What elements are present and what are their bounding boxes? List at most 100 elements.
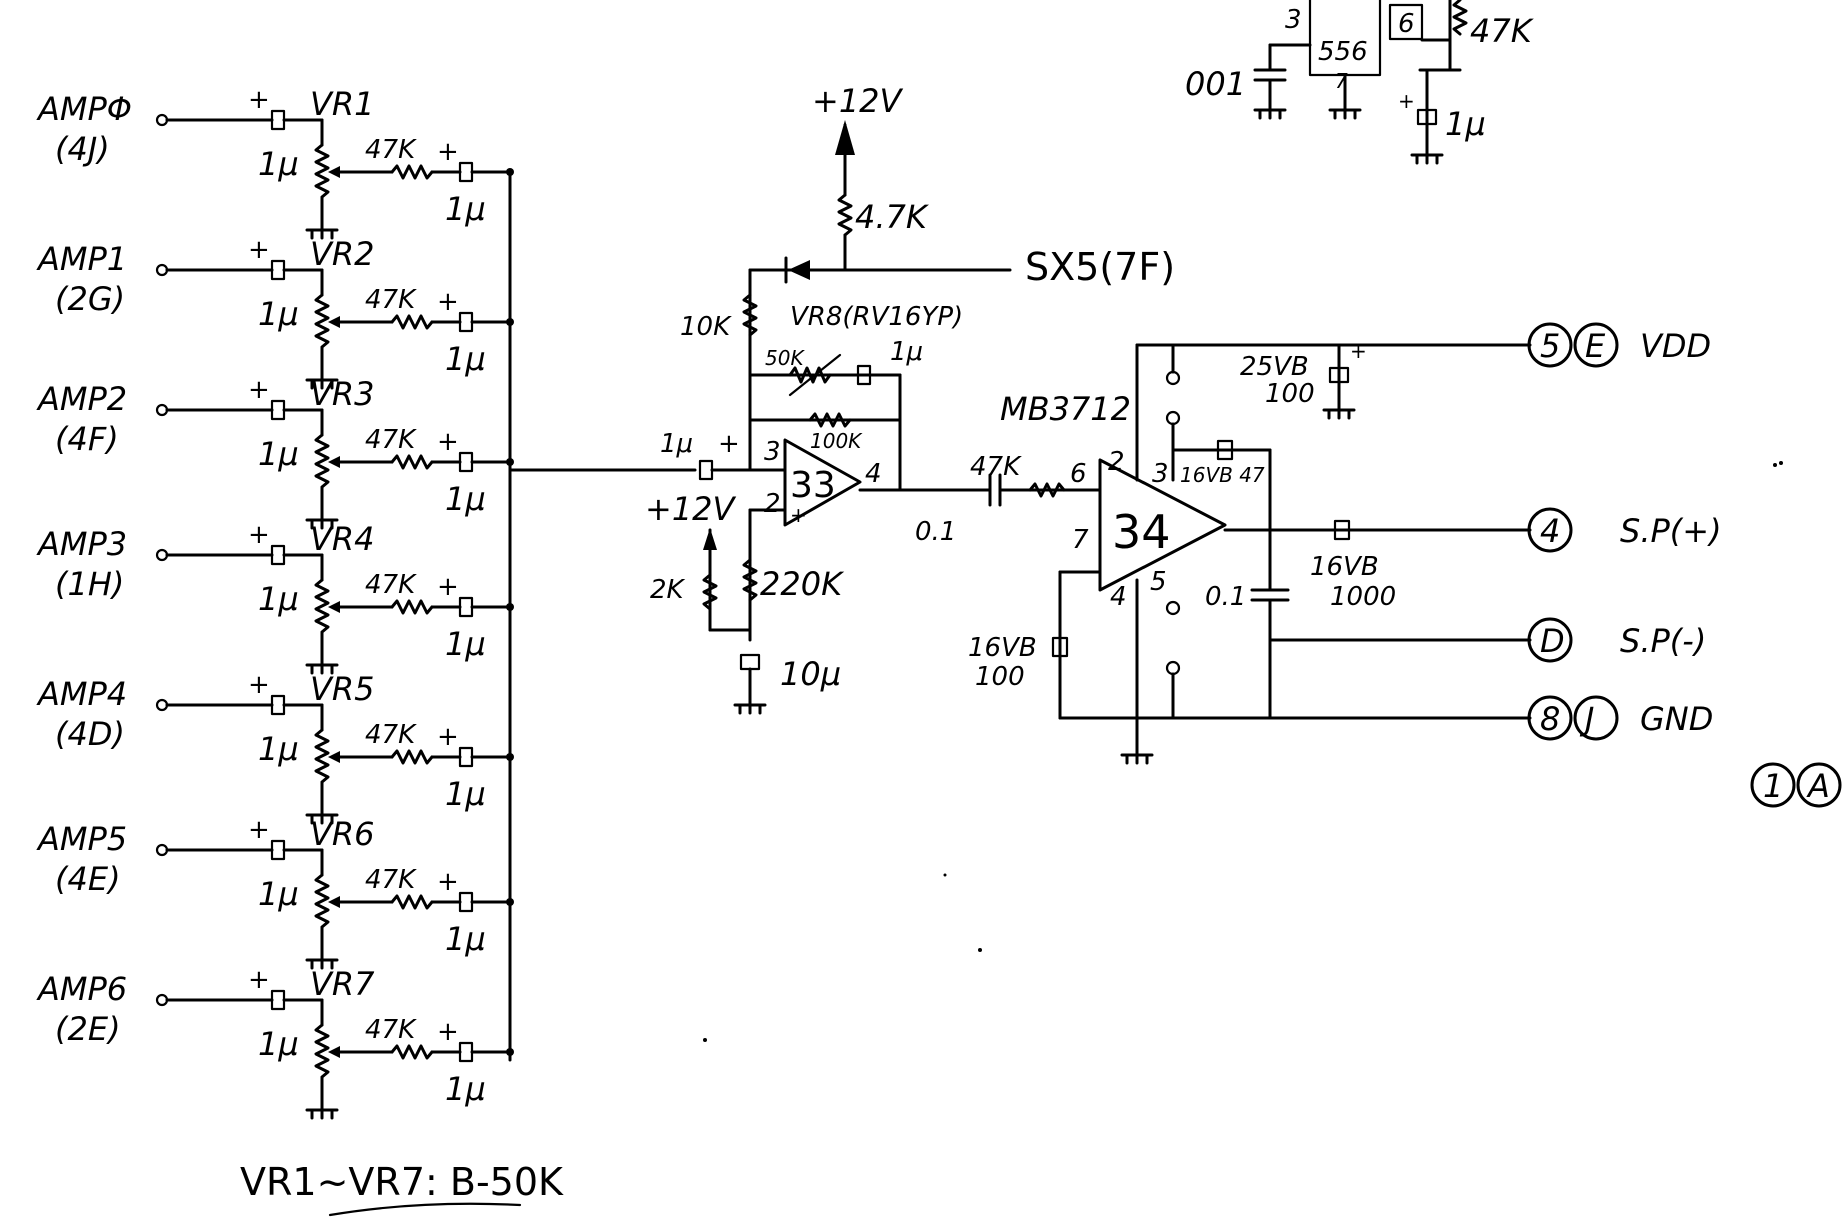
mix-cap-label: 1μ	[445, 340, 486, 378]
r-100k-label: 100K	[810, 429, 863, 453]
vr-label: VR7	[310, 965, 375, 1003]
mix-resistor	[390, 454, 434, 470]
ground-vdd-cap	[1322, 408, 1356, 420]
connector-pin-circle	[1527, 322, 1573, 368]
timer-stage: 556 3 6 7 001 47K + 1μ	[1185, 0, 1535, 165]
fb-capacitor	[856, 364, 872, 386]
ic33-pin2: 2	[764, 489, 781, 519]
diode	[788, 260, 810, 280]
input-pin: (4F)	[55, 420, 119, 458]
ic33-plus-sign: +	[790, 503, 807, 527]
mix-cap-plus: +	[437, 427, 459, 457]
pin5-test-point-a	[1165, 600, 1181, 616]
ic34-pin6: 6	[1070, 459, 1087, 489]
output-cap-voltage: 16VB	[1310, 552, 1379, 582]
input-capacitor	[270, 259, 286, 281]
input-channels: AMPΦ(4J)+1μVR147K+1μAMP1(2G)+1μVR247K+1μ…	[36, 85, 514, 1120]
ic34-pin5: 5	[1150, 567, 1167, 597]
mix-resistor-label: 47K	[365, 865, 417, 895]
vr-label: VR3	[310, 375, 374, 413]
input-cap-plus: +	[248, 670, 270, 700]
stray-dot-c	[978, 948, 982, 952]
r-4-7k-label: 4.7K	[855, 198, 930, 236]
pin7-cap-voltage: 16VB	[968, 633, 1037, 663]
mix-cap-plus: +	[437, 722, 459, 752]
connector-pin-circle	[1750, 762, 1796, 808]
vr-label: VR2	[310, 235, 374, 273]
amp-part-label: MB3712	[1000, 390, 1131, 428]
connector-pin-number: 1	[1763, 767, 1783, 805]
mixer-supply-label: +12V	[812, 82, 904, 120]
power-amp-stage: MB3712 34 6 2 3 7 4 5 + 25VB 100 16VB 47…	[968, 339, 1532, 765]
input-cap-label: 1μ	[258, 730, 299, 768]
connector-pin-number: D	[1540, 622, 1565, 660]
mix-capacitor	[458, 451, 474, 473]
output-cap-value: 1000	[1330, 582, 1396, 612]
coupling-resistor	[973, 482, 1066, 498]
ic33-label: 33	[790, 465, 836, 506]
mix-cap-label: 1μ	[445, 480, 486, 518]
mix-resistor	[390, 1044, 434, 1060]
input-name: AMP3	[36, 525, 127, 563]
vdd-cap-value: 100	[1265, 379, 1315, 409]
mix-resistor-label: 47K	[365, 1015, 417, 1045]
ic556-pin6: 6	[1398, 9, 1415, 39]
mix-capacitor	[458, 596, 474, 618]
vr8-resistor	[788, 366, 832, 384]
input-name: AMP1	[36, 240, 127, 278]
connector-pin-number: 4	[1540, 512, 1560, 550]
bias-arrow	[703, 528, 717, 550]
ground-symbol	[305, 1108, 339, 1120]
ic34-pin7: 7	[1072, 525, 1089, 555]
input-name: AMP5	[36, 820, 127, 858]
mix-resistor	[390, 164, 434, 180]
ground-symbol	[305, 228, 339, 240]
mix-cap-label: 1μ	[445, 775, 486, 813]
ic556-pin6-box	[1388, 3, 1424, 41]
coupling-stage: 0.1 47K	[915, 452, 1102, 547]
input-cap-plus: +	[248, 85, 270, 115]
input-name: AMP6	[36, 970, 127, 1008]
coupling-cap-label: 0.1	[915, 517, 956, 547]
ic34-amp	[1098, 458, 1227, 592]
bias-capacitor	[739, 653, 761, 671]
ic33-opamp	[783, 438, 862, 527]
ground-symbol	[305, 958, 339, 970]
mix-cap-plus: +	[437, 1017, 459, 1047]
volume-pot	[314, 143, 330, 199]
volume-pot	[314, 728, 330, 784]
ground-amp	[1120, 753, 1154, 765]
bootstrap-cap-label: 16VB 47	[1180, 463, 1265, 487]
input-capacitor	[270, 109, 286, 131]
mix-cap-plus: +	[437, 572, 459, 602]
connector-pin-circle-b	[1796, 762, 1842, 808]
vr8-arrow	[788, 353, 842, 397]
mix-capacitor	[458, 1041, 474, 1063]
connector-label: S.P(+)	[1620, 512, 1722, 550]
input-cap-label: 1μ	[258, 1025, 299, 1063]
input-pin: (4D)	[55, 715, 125, 753]
r-10k-label: 10K	[680, 312, 732, 342]
input-capacitor	[270, 544, 286, 566]
timer-r-label: 47K	[1470, 12, 1535, 50]
input-name: AMP4	[36, 675, 127, 713]
input-cap-plus: +	[248, 965, 270, 995]
connector-pin-number: 8	[1540, 700, 1560, 738]
input-cap-plus: +	[248, 375, 270, 405]
mix-cap-plus: +	[437, 137, 459, 167]
connector-pin-circle-b	[1573, 695, 1619, 741]
mix-capacitor	[458, 746, 474, 768]
input-name: AMPΦ	[36, 90, 132, 128]
vdd-test-point	[1165, 370, 1181, 386]
snubber-cap-label: 0.1	[1205, 582, 1246, 612]
input-pin: (2G)	[55, 280, 125, 318]
bias-supply-label: +12V	[645, 490, 737, 528]
input-capacitor	[270, 694, 286, 716]
